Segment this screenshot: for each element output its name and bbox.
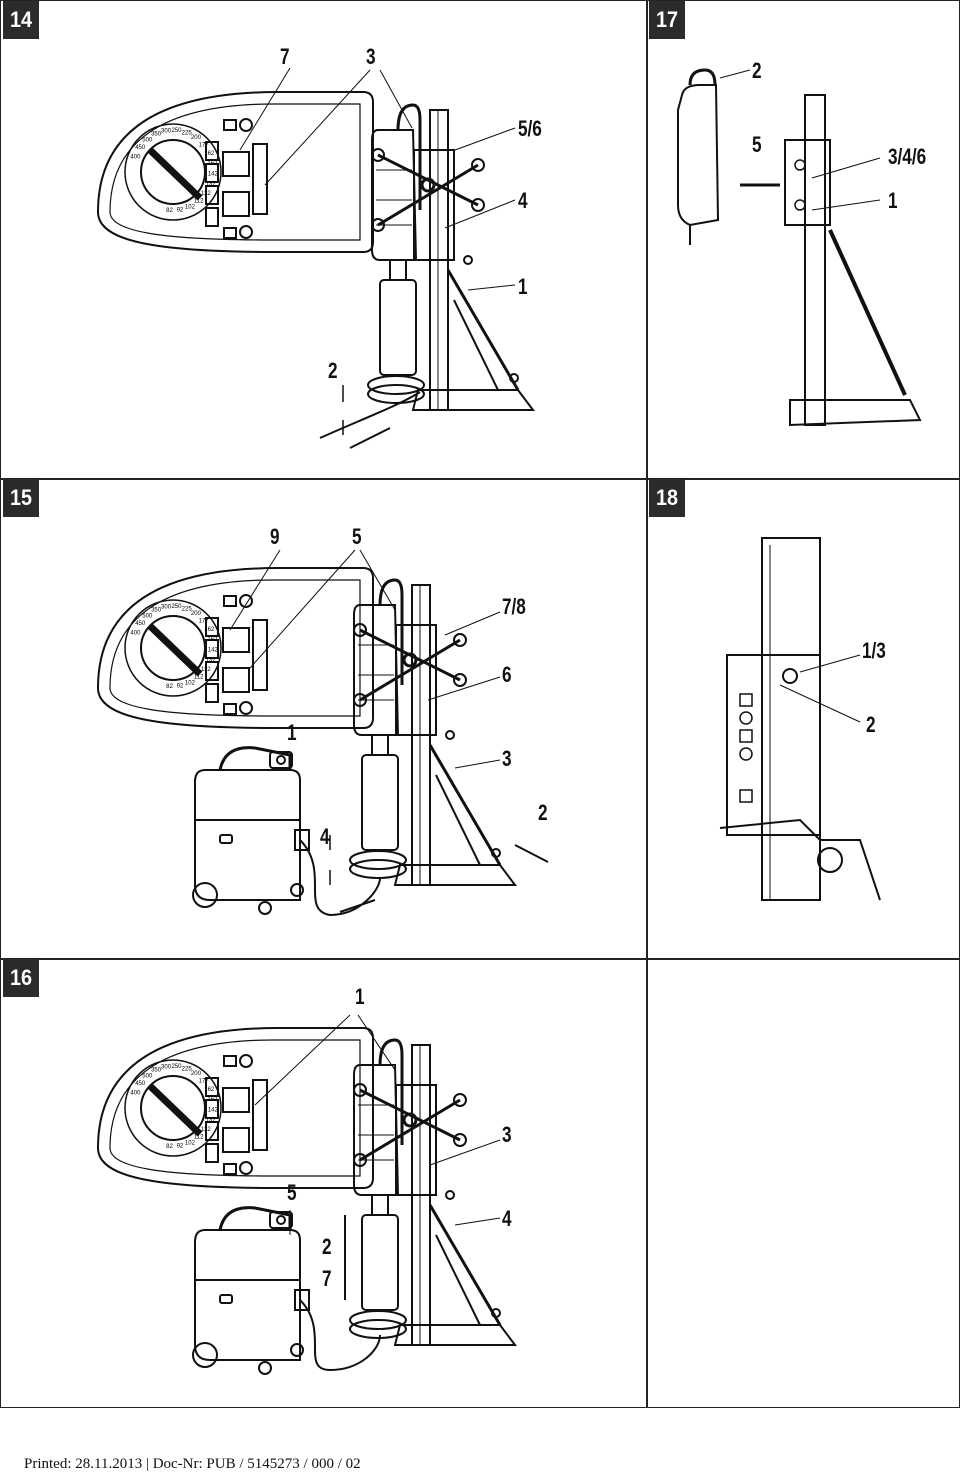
callout-15-4: 4 (320, 824, 330, 849)
dial-number: 162 (204, 627, 215, 633)
dial-number: 400 (130, 1090, 141, 1096)
panel-16-frame: 16 (0, 958, 648, 1408)
dial-number: 450 (135, 145, 146, 151)
panel-16-label: 16 (3, 959, 39, 997)
dial-number: 152 (207, 1097, 218, 1103)
dial-number: 177 (199, 142, 210, 148)
callout-14-2: 2 (328, 358, 338, 383)
dial-number: 162 (204, 151, 215, 157)
dial-number: 200 (191, 135, 202, 141)
dial-number: 82 (166, 684, 173, 690)
dial-number: 112 (194, 199, 204, 205)
callout-17-3-4-6: 3/4/6 (888, 144, 927, 169)
dial-number: 82 (166, 208, 173, 214)
dial-number: 82 (166, 1144, 173, 1150)
dial-number: 500 (142, 1073, 153, 1079)
dial-number: 350 (151, 132, 162, 138)
panel-14-label: 14 (3, 1, 39, 39)
dial-number: 112 (194, 1135, 204, 1141)
dial-number: 300 (161, 129, 172, 135)
panel-14-frame: 14 (0, 0, 648, 480)
dial-number: 122 (201, 191, 212, 197)
dial-number: 162 (204, 1087, 215, 1093)
callout-14-1: 1 (518, 274, 528, 299)
dial-number: 250 (171, 1064, 182, 1070)
callout-16-1: 1 (355, 984, 365, 1009)
callout-16-4: 4 (502, 1206, 512, 1231)
dial-number: 500 (142, 137, 153, 143)
dial-number: 102 (185, 204, 196, 210)
callout-15-9: 9 (270, 524, 280, 549)
callout-14-7: 7 (280, 44, 290, 69)
dial-number: 350 (151, 608, 162, 614)
dial-number: 122 (201, 667, 212, 673)
dial-number: 250 (171, 128, 182, 134)
dial-number: 250 (171, 604, 182, 610)
callout-15-7-8: 7/8 (502, 594, 526, 619)
callout-17-2: 2 (752, 58, 762, 83)
panel-15-label: 15 (3, 479, 39, 517)
dial-number: 92 (177, 683, 184, 689)
callout-16-5: 5 (287, 1180, 297, 1205)
callout-15-6: 6 (502, 662, 512, 687)
dial-number: 225 (182, 606, 193, 612)
dial-number: 132 (206, 1118, 217, 1124)
dial-number: 450 (135, 621, 146, 627)
panel-15-frame: 15 (0, 478, 648, 960)
panel-18-frame: 18 (646, 478, 960, 960)
dial-number: 152 (207, 637, 218, 643)
dial-number: 102 (185, 680, 196, 686)
dial-number: 400 (130, 154, 141, 160)
callout-16-7: 7 (322, 1266, 332, 1291)
callout-15-3: 3 (502, 746, 512, 771)
dial-number: 142 (208, 171, 219, 177)
print-footer: Printed: 28.11.2013 | Doc-Nr: PUB / 5145… (24, 1456, 361, 1472)
panel-17-label: 17 (649, 1, 685, 39)
callout-18-1-3: 1/3 (862, 638, 886, 663)
dial-number: 142 (208, 647, 219, 653)
dial-number: 300 (161, 1065, 172, 1071)
dial-number: 132 (206, 182, 217, 188)
dial-number: 350 (151, 1068, 162, 1074)
dial-number: 142 (208, 1107, 219, 1113)
dial-number: 225 (182, 130, 193, 136)
dial-number: 500 (142, 613, 153, 619)
callout-16-3: 3 (502, 1122, 512, 1147)
dial-number: 200 (191, 1071, 202, 1077)
callout-17-5: 5 (752, 132, 762, 157)
callout-16-2: 2 (322, 1234, 332, 1259)
dial-number: 177 (199, 1078, 210, 1084)
dial-number: 92 (177, 207, 184, 213)
callout-14-3: 3 (366, 44, 376, 69)
dial-number: 122 (201, 1127, 212, 1133)
callout-14-4: 4 (518, 188, 528, 213)
dial-number: 200 (191, 611, 202, 617)
dial-number: 450 (135, 1081, 146, 1087)
callout-15-2: 2 (538, 800, 548, 825)
callout-15-1: 1 (287, 720, 297, 745)
dial-number: 102 (185, 1140, 196, 1146)
callout-14-5-6: 5/6 (518, 116, 542, 141)
dial-number: 132 (206, 658, 217, 664)
callout-15-5: 5 (352, 524, 362, 549)
dial-number: 177 (199, 618, 210, 624)
callout-18-2: 2 (866, 712, 876, 737)
dial-number: 152 (207, 161, 218, 167)
callout-17-1: 1 (888, 188, 898, 213)
panel-18-label: 18 (649, 479, 685, 517)
dial-number: 225 (182, 1066, 193, 1072)
dial-number: 112 (194, 675, 204, 681)
dial-number: 92 (177, 1143, 184, 1149)
dial-number: 300 (161, 605, 172, 611)
dial-number: 400 (130, 630, 141, 636)
